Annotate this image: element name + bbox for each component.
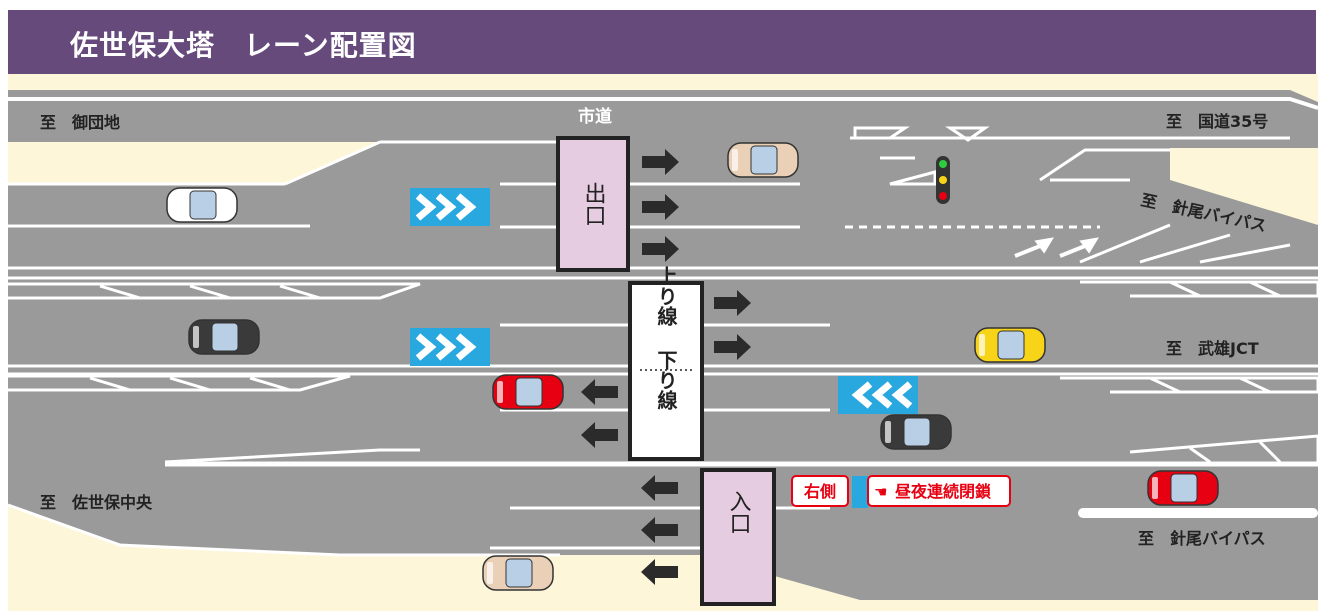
left-verge [8,142,380,184]
car-icon [492,374,564,410]
direction-arrow-markings [1014,237,1099,258]
exit-label: 出口 [581,182,606,226]
road-edge-line [284,140,381,186]
up-down-booth [628,281,704,461]
direction-label-sasebo-chuo: 至 佐世保中央 [40,493,153,512]
chevron-icon [410,188,490,226]
car-icon [727,142,799,178]
road-edge-line [7,503,560,557]
chevron-icon [838,376,918,414]
ramp-divider [1078,508,1318,518]
right-verge [1170,148,1318,225]
closure-notice: 右側 ☚ 昼夜連続閉鎖 [791,475,1011,507]
car-icon [974,327,1046,363]
zebra-markings [8,126,1318,464]
down-line-label: 下り線 [654,350,678,410]
pointing-hand-icon: ☚ [874,483,887,501]
exit-booth [556,136,630,272]
car-icon [482,555,554,591]
title-bar: 佐世保大塔 レーン配置図 [8,10,1316,74]
lane-layout-map: 出口 上り線 下り線 入口 [7,74,1318,611]
direction-label-takeo: 至 武雄JCT [1166,339,1259,358]
car-icon [188,319,260,355]
up-line-label: 上り線 [654,266,678,326]
entrance-booth [700,468,776,606]
direction-label-top-right: 至 国道35号 [1166,112,1268,131]
direction-label-top-left: 至 御団地 [40,113,120,132]
city-road-label: 市道 [578,106,612,127]
closure-label: 昼夜連続閉鎖 [894,482,992,501]
entrance-label: 入口 [726,490,752,534]
car-icon [880,414,952,450]
car-icon [1147,470,1219,506]
car-icon [166,187,238,223]
chevron-icon [410,328,490,366]
road-edge-line [8,97,1318,110]
page-title: 佐世保大塔 レーン配置図 [70,29,417,62]
direction-label-hario-lower: 至 針尾バイパス [1138,529,1266,548]
chevron-icon [852,476,868,508]
traffic-light-icon [936,156,950,204]
right-side-label: 右側 [804,482,836,501]
